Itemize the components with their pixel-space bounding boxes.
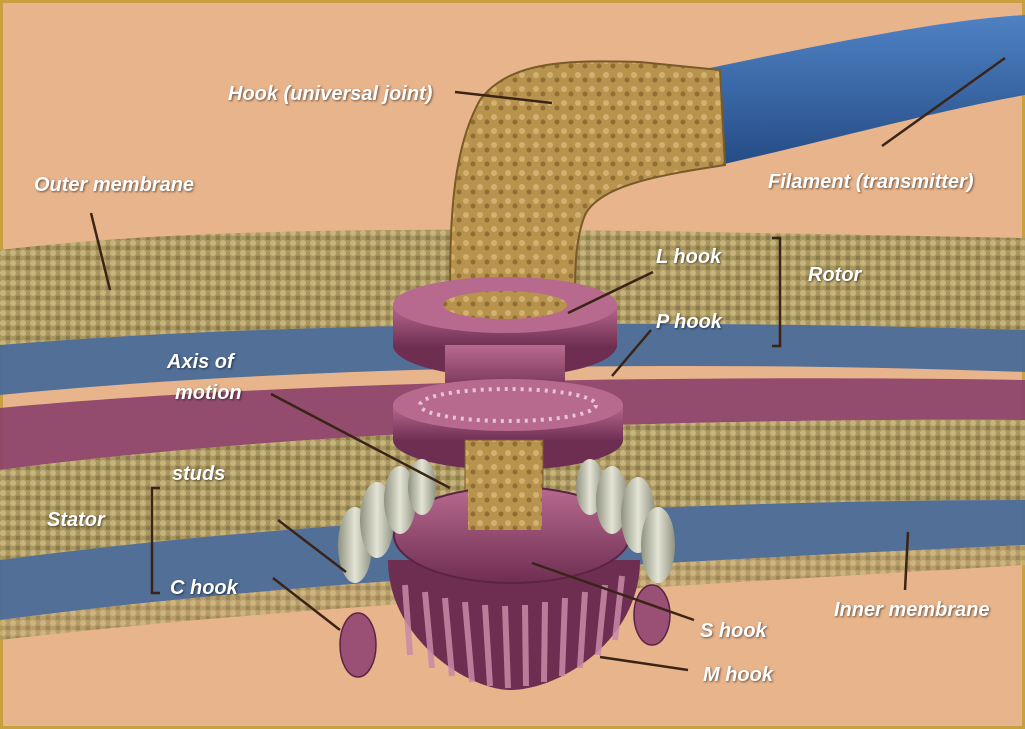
label-rotor: Rotor bbox=[808, 263, 861, 287]
label-inner-membrane: Inner membrane bbox=[834, 598, 990, 622]
label-filament: Filament (transmitter) bbox=[768, 170, 974, 194]
label-stator: Stator bbox=[47, 508, 105, 532]
label-c-hook: C hook bbox=[170, 576, 238, 600]
label-studs: studs bbox=[172, 462, 225, 486]
label-m-hook: M hook bbox=[703, 663, 773, 687]
label-axis-of-motion-line2: motion bbox=[175, 381, 242, 405]
label-hook-universal-joint: Hook (universal joint) bbox=[228, 82, 432, 106]
label-outer-membrane: Outer membrane bbox=[34, 173, 194, 197]
label-p-hook: P hook bbox=[656, 310, 722, 334]
label-axis-of-motion-line1: Axis of bbox=[167, 350, 234, 374]
label-s-hook: S hook bbox=[700, 619, 767, 643]
label-l-hook: L hook bbox=[656, 245, 721, 269]
p-ring bbox=[393, 379, 623, 431]
